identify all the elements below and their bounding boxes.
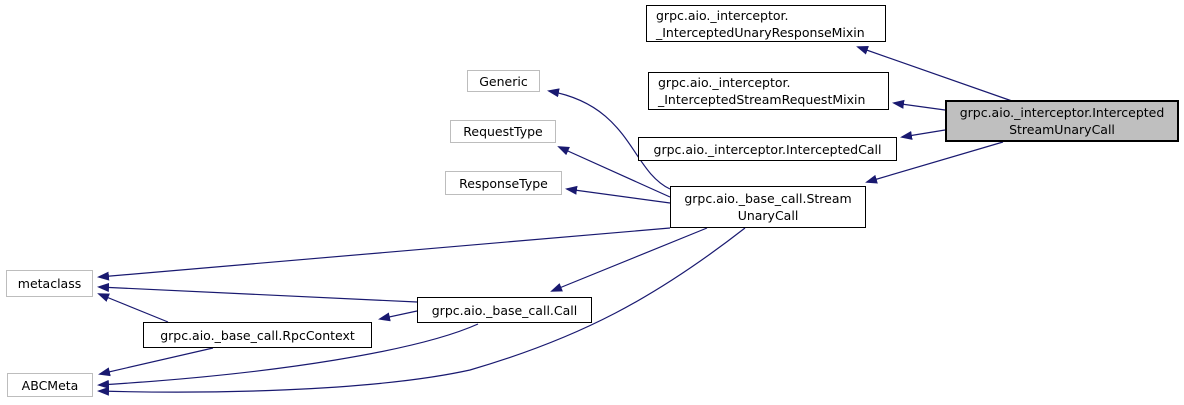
node-intercepted-unary-response-mixin[interactable]: grpc.aio._interceptor. _InterceptedUnary… <box>646 5 886 42</box>
edge-streamunarycall-to-abcmeta <box>97 227 746 396</box>
node-label: StreamUnaryCall <box>1009 122 1115 137</box>
node-label: _InterceptedStreamRequestMixin <box>658 92 866 107</box>
node-call[interactable]: grpc.aio._base_call.Call <box>417 297 592 323</box>
node-label: grpc.aio._interceptor. <box>658 75 791 90</box>
edge-streamunarycall-to-responsetype <box>565 185 671 204</box>
node-label: grpc.aio._base_call.RpcContext <box>160 327 355 343</box>
edge-rpccontext-to-abcmeta <box>98 347 214 377</box>
node-responsetype: ResponseType <box>445 171 562 195</box>
node-label: metaclass <box>17 276 82 291</box>
edge-isuc-to-stream-request-mixin <box>892 99 946 111</box>
node-label: grpc.aio._base_call.Stream <box>684 191 852 206</box>
node-label: UnaryCall <box>737 208 799 223</box>
node-label: _InterceptedUnaryResponseMixin <box>656 24 865 40</box>
node-label: Generic <box>479 73 528 89</box>
node-label: grpc.aio._interceptor. <box>656 7 789 23</box>
edge-streamunarycall-to-metaclass <box>97 227 671 281</box>
node-abcmeta: ABCMeta <box>7 373 93 397</box>
edge-call-to-rpccontext <box>378 310 418 322</box>
node-label: grpc.aio._interceptor.Intercepted <box>959 105 1165 120</box>
node-rpccontext[interactable]: grpc.aio._base_call.RpcContext <box>143 322 372 348</box>
edge-isuc-to-streamunarycall <box>865 141 1004 184</box>
node-label: grpc.aio._interceptor.InterceptedCall <box>653 141 882 157</box>
node-label: RequestType <box>463 124 543 139</box>
node-intercepted-stream-request-mixin[interactable]: grpc.aio._interceptor. _InterceptedStrea… <box>648 72 889 110</box>
edge-isuc-to-interceptedcall <box>900 129 946 140</box>
node-metaclass: metaclass <box>6 270 93 297</box>
node-label: ABCMeta <box>21 377 79 393</box>
node-interceptedcall[interactable]: grpc.aio._interceptor.InterceptedCall <box>638 137 897 161</box>
node-stream-unary-call[interactable]: grpc.aio._base_call.Stream UnaryCall <box>670 186 866 228</box>
edge-streamunarycall-to-requesttype <box>557 146 671 198</box>
node-generic: Generic <box>467 70 540 92</box>
edge-call-to-metaclass <box>97 282 418 303</box>
edge-isuc-to-unary-response-mixin <box>856 46 1013 102</box>
node-requesttype: RequestType <box>450 120 556 143</box>
edge-rpccontext-to-metaclass <box>97 293 169 323</box>
node-intercepted-stream-unary-call: grpc.aio._interceptor.Intercepted Stream… <box>945 100 1179 142</box>
node-label: grpc.aio._base_call.Call <box>431 302 578 318</box>
edge-streamunarycall-to-call <box>550 227 708 292</box>
edge-streamunarycall-to-generic <box>547 88 671 190</box>
node-label: ResponseType <box>459 175 548 191</box>
edge-call-to-abcmeta <box>97 323 479 389</box>
